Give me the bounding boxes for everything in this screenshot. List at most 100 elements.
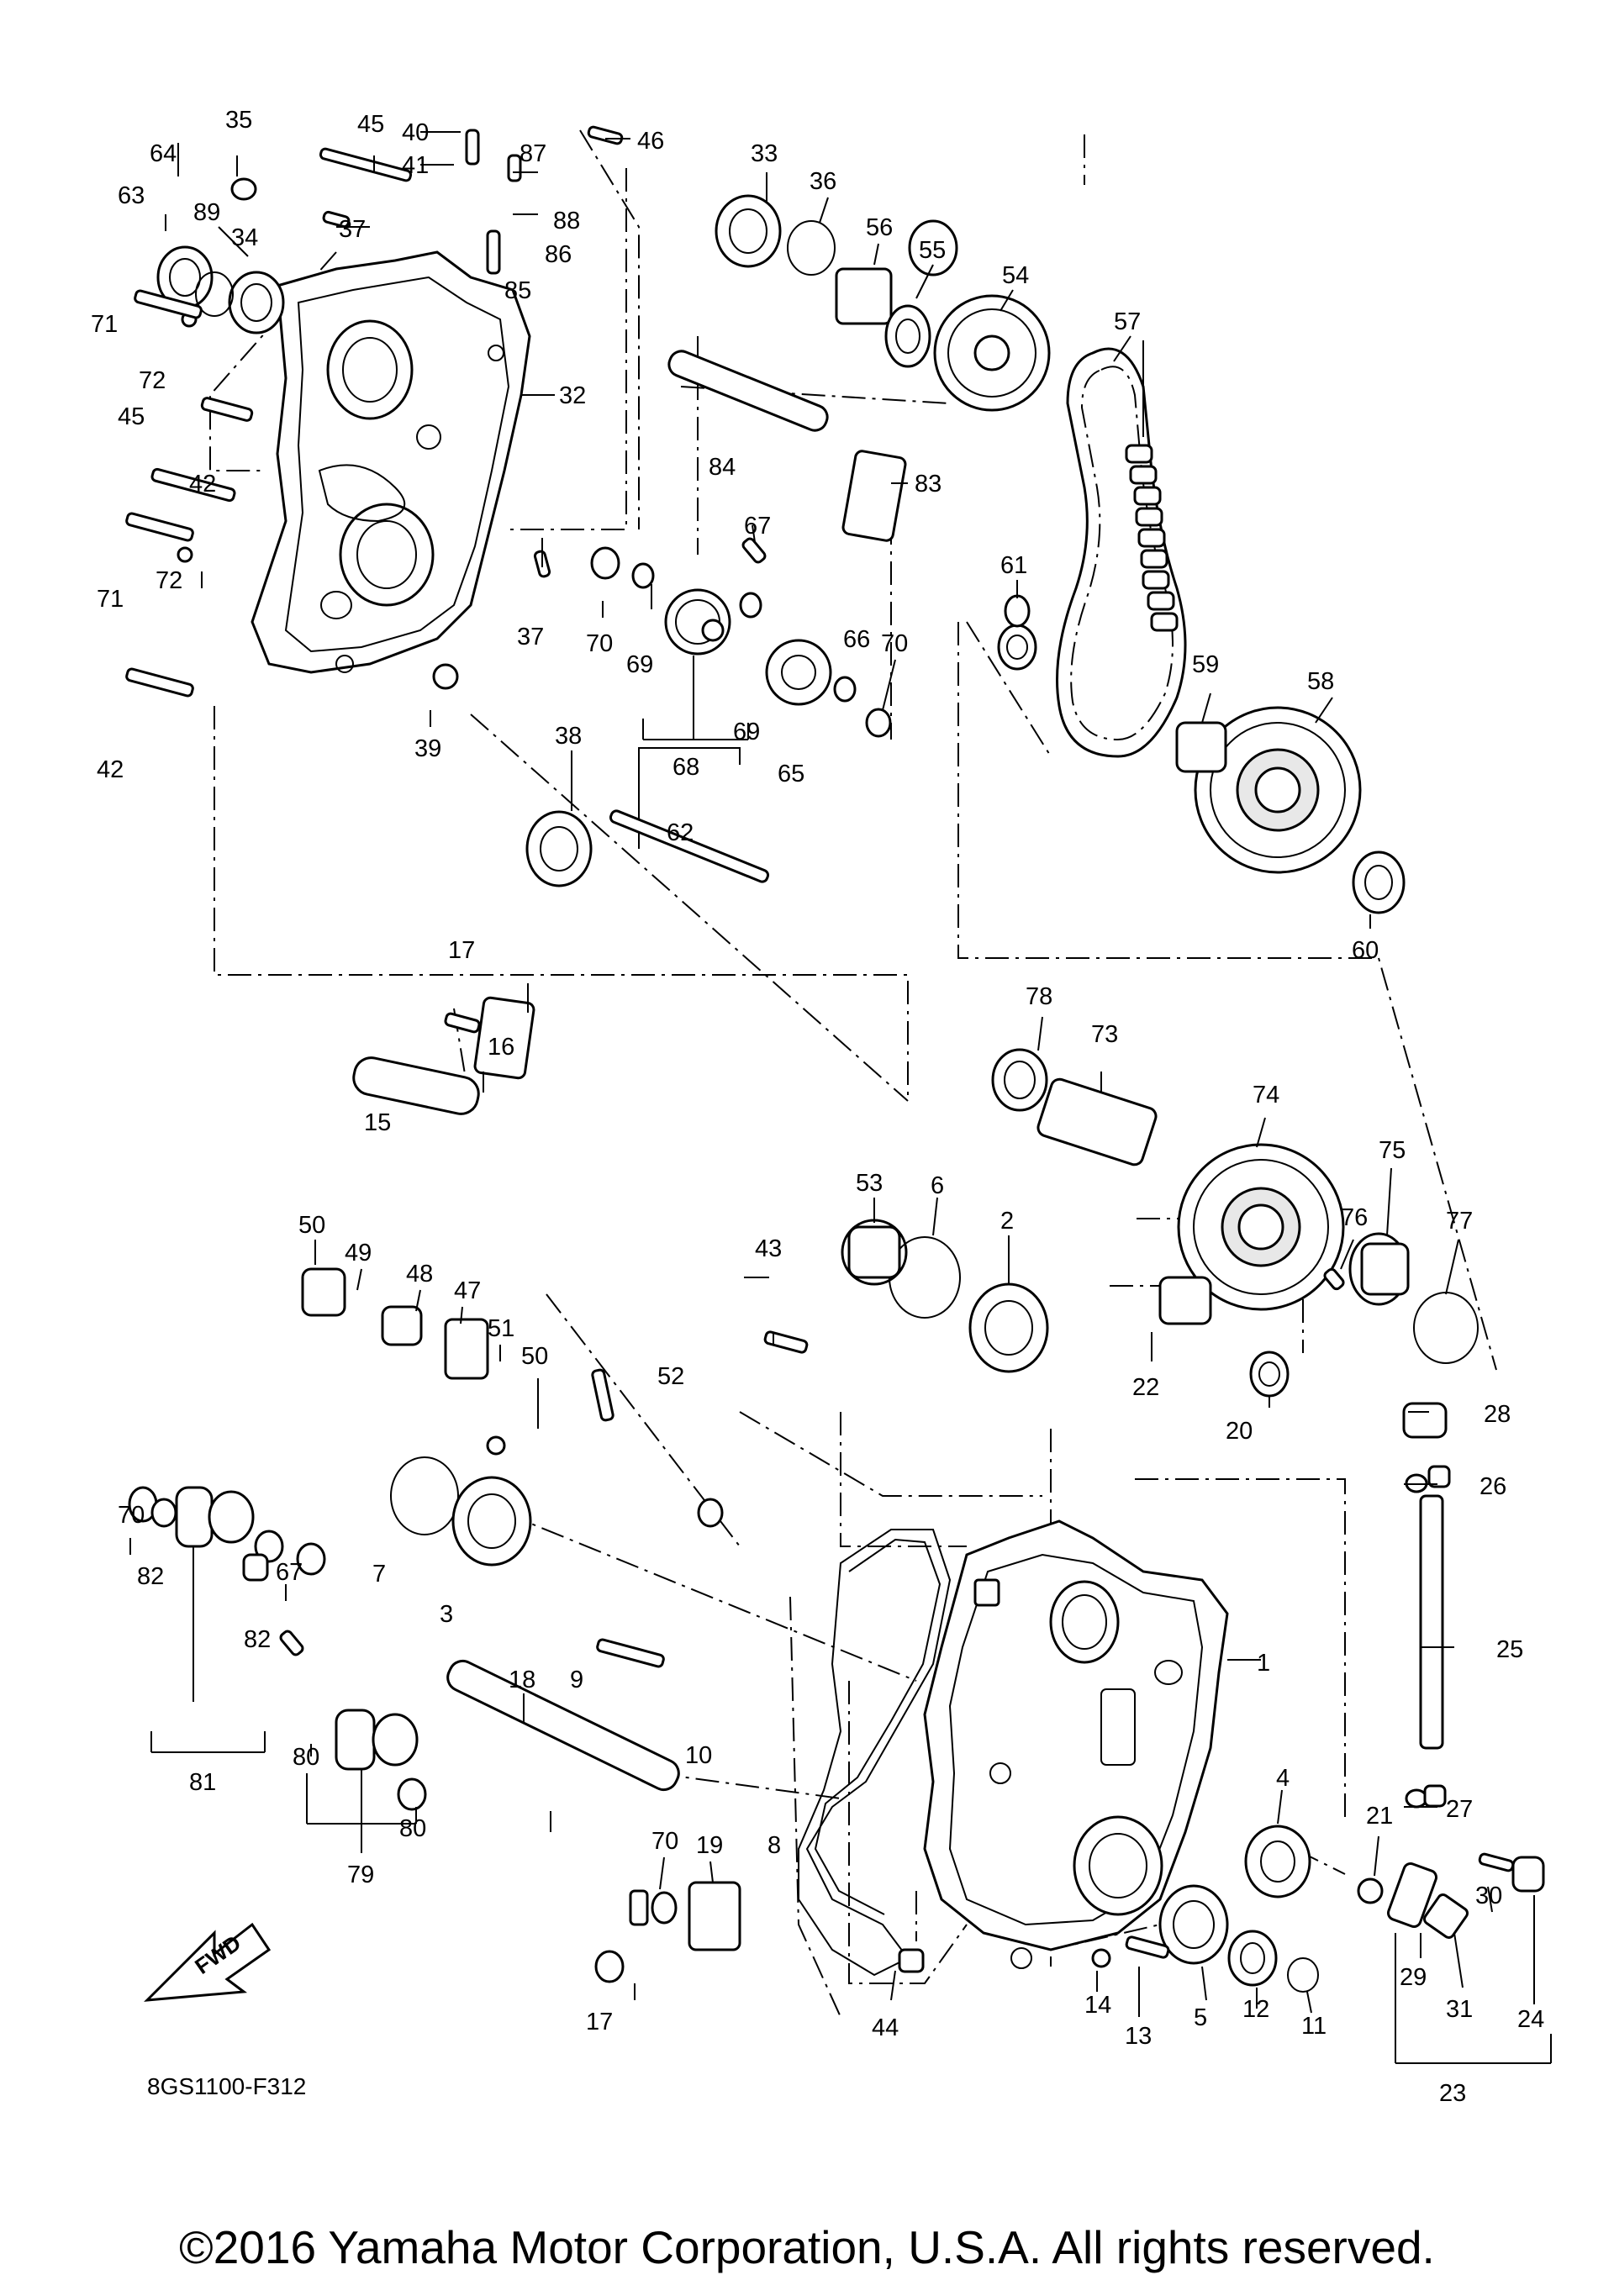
callout-54: 54: [1002, 262, 1029, 289]
callout-25: 25: [1496, 1636, 1523, 1663]
callout-82b: 82: [244, 1626, 271, 1653]
callout-16: 16: [488, 1034, 514, 1061]
callout-71b: 71: [97, 586, 124, 613]
callout-70: 70: [586, 630, 613, 657]
callout-50: 50: [298, 1212, 325, 1239]
shafts-bolts-pins: [125, 125, 1545, 1973]
callout-39: 39: [414, 735, 441, 762]
callout-9: 9: [570, 1667, 583, 1693]
callout-69b: 69: [733, 719, 760, 745]
callout-44: 44: [872, 2014, 899, 2041]
callout-36: 36: [810, 168, 836, 195]
callout-27: 27: [1446, 1796, 1473, 1823]
callout-70c: 70: [118, 1502, 145, 1529]
sprocket-58: [1194, 706, 1362, 874]
callout-13: 13: [1125, 2023, 1152, 2050]
callout-59: 59: [1192, 651, 1219, 678]
callout-72b: 72: [156, 567, 182, 594]
callout-33: 33: [751, 140, 778, 167]
callout-28: 28: [1484, 1401, 1511, 1428]
callout-76: 76: [1341, 1204, 1368, 1231]
callout-41: 41: [402, 152, 429, 179]
callout-82: 82: [137, 1563, 164, 1590]
callout-48: 48: [406, 1261, 433, 1288]
callout-20: 20: [1226, 1418, 1253, 1445]
callout-19: 19: [696, 1832, 723, 1859]
callout-55: 55: [919, 237, 946, 264]
callout-23: 23: [1439, 2080, 1466, 2107]
callout-70b: 70: [881, 630, 908, 657]
callout-72: 72: [139, 367, 166, 394]
gear-54: [933, 294, 1051, 412]
callout-21: 21: [1366, 1803, 1393, 1830]
callout-73: 73: [1091, 1021, 1118, 1048]
callout-10: 10: [685, 1742, 712, 1769]
callout-1: 1: [1257, 1650, 1270, 1677]
callout-83: 83: [915, 471, 942, 498]
callout-38: 38: [555, 723, 582, 750]
callout-14: 14: [1084, 1992, 1111, 2019]
callout-17b: 17: [586, 2009, 613, 2035]
gear-74: [1177, 1143, 1345, 1311]
callout-87: 87: [520, 140, 546, 167]
callout-58: 58: [1307, 668, 1334, 695]
callout-77: 77: [1446, 1208, 1473, 1235]
callout-64: 64: [150, 140, 177, 167]
callout-24: 24: [1517, 2006, 1544, 2033]
callout-66: 66: [843, 626, 870, 653]
callout-89: 89: [193, 199, 220, 226]
callout-68: 68: [672, 754, 699, 781]
copyright-notice: ©2016 Yamaha Motor Corporation, U.S.A. A…: [179, 2221, 1435, 2273]
callout-22: 22: [1132, 1374, 1159, 1401]
gear-68: [664, 588, 731, 656]
callout-65: 65: [778, 761, 804, 787]
callout-71: 71: [91, 311, 118, 338]
callout-86: 86: [545, 241, 572, 268]
callout-12: 12: [1242, 1996, 1269, 2023]
callout-8: 8: [767, 1832, 781, 1859]
callout-37: 37: [339, 216, 366, 243]
callout-labels: 1 2 3 4 5 6 7 8 9 10 11 12 13 14 15 16 1…: [91, 107, 1544, 2107]
chain-links: [1125, 444, 1179, 632]
callout-57: 57: [1114, 308, 1141, 335]
callout-31: 31: [1446, 1996, 1473, 2023]
drive-chain: [1056, 347, 1187, 758]
callout-35: 35: [225, 107, 252, 134]
callout-50b: 50: [521, 1343, 548, 1370]
callout-63: 63: [118, 182, 145, 209]
callout-29: 29: [1400, 1964, 1427, 1991]
callout-45: 45: [357, 111, 384, 138]
callout-78: 78: [1026, 983, 1052, 1010]
callout-43: 43: [755, 1235, 782, 1262]
callout-67: 67: [744, 513, 771, 540]
callout-75: 75: [1379, 1137, 1406, 1164]
callout-80b: 80: [399, 1815, 426, 1842]
callout-40: 40: [402, 119, 429, 146]
leader-lines: [129, 131, 1552, 2064]
gear-79: [335, 1709, 419, 1771]
callout-26: 26: [1480, 1473, 1506, 1500]
callout-51: 51: [488, 1315, 514, 1342]
gasket: [798, 1529, 952, 1977]
callout-34: 34: [231, 224, 258, 251]
callout-37b: 37: [517, 624, 544, 650]
callout-46: 46: [637, 128, 664, 155]
callout-69: 69: [626, 651, 653, 678]
callout-45b: 45: [118, 403, 145, 430]
callout-53: 53: [856, 1170, 883, 1197]
gear-65: [765, 639, 832, 706]
callout-81: 81: [189, 1769, 216, 1796]
callout-61: 61: [1000, 552, 1027, 579]
callout-52: 52: [657, 1363, 684, 1390]
callout-80: 80: [293, 1744, 319, 1771]
callout-49: 49: [345, 1240, 372, 1266]
callout-85: 85: [504, 277, 531, 304]
callout-32: 32: [559, 382, 586, 409]
callout-67b: 67: [276, 1559, 303, 1586]
callout-79: 79: [347, 1862, 374, 1888]
callout-7: 7: [372, 1561, 386, 1588]
callout-60: 60: [1352, 937, 1379, 964]
callout-18: 18: [509, 1667, 535, 1693]
callout-17: 17: [448, 937, 475, 964]
